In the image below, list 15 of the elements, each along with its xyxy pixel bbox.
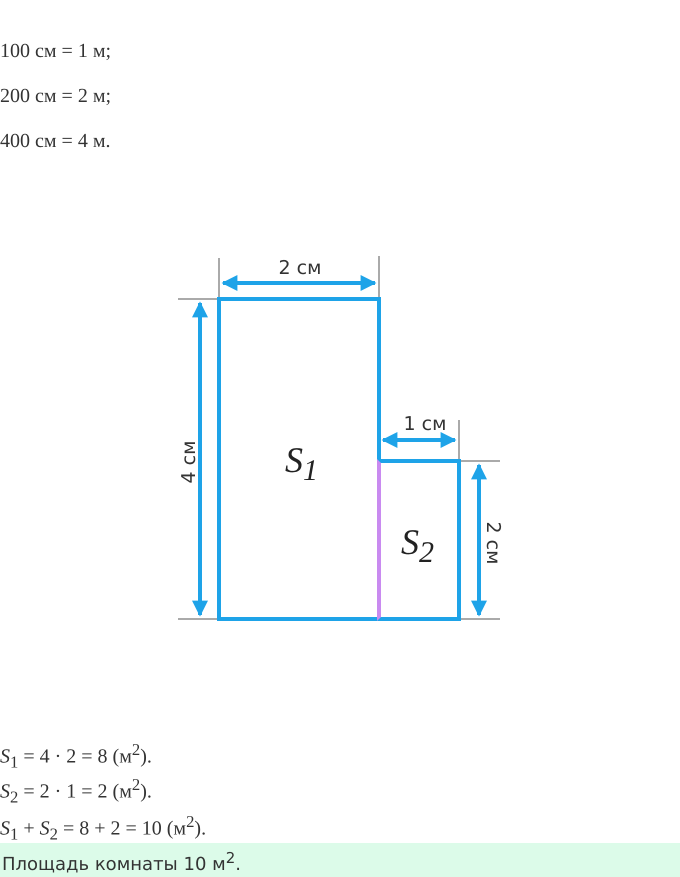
dimension-label: 4 см — [178, 440, 200, 484]
area-label: S$_{2}$ — [401, 521, 434, 570]
dimension-label: 2 см — [278, 257, 322, 279]
answer-banner: Площадь комнаты 10 м$^{2}$. — [0, 843, 680, 877]
formula-text: 200 см = 2 м; — [0, 85, 112, 108]
formula-text: S$_{1}$ + S$_{2}$ = 8 + 2 = 10 (м$^{2}$). — [0, 812, 206, 845]
formula-text: S$_{1}$ = 4 · 2 = 8 (м$^{2}$). — [0, 740, 152, 773]
formula-text: 100 см = 1 м; — [0, 40, 112, 63]
formula-text: 400 см = 4 м. — [0, 130, 110, 153]
dimension-label: 2 см — [482, 522, 504, 564]
formula-text: S$_{2}$ = 2 · 1 = 2 (м$^{2}$). — [0, 775, 152, 808]
room-part-rect — [217, 297, 381, 621]
area-label: S$_{1}$ — [285, 439, 318, 488]
dimension-label: 1 см — [404, 413, 446, 435]
room-part-rect — [377, 459, 461, 621]
